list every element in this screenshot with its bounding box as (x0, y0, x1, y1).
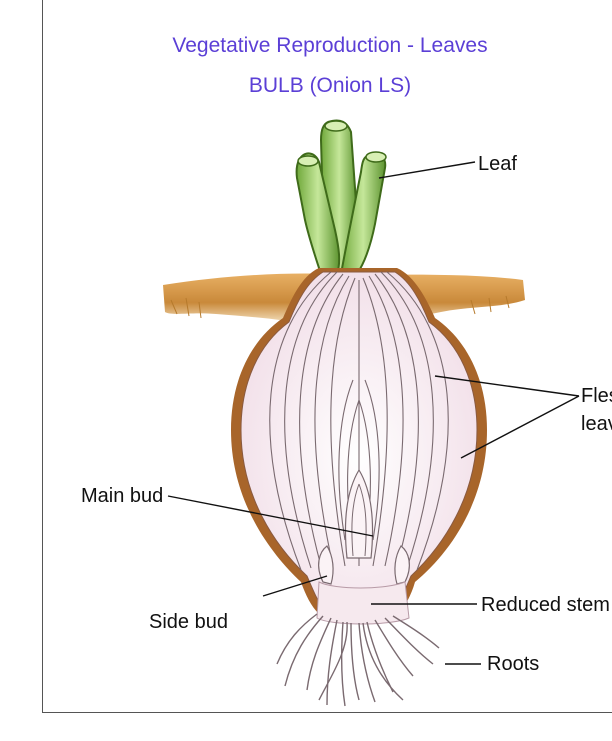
diagram-subtitle: BULB (Onion LS) (249, 74, 411, 97)
label-main-bud: Main bud (81, 485, 163, 507)
roots (277, 614, 439, 706)
diagram-title: Vegetative Reproduction - Leaves (172, 34, 487, 57)
diagram-frame: Vegetative Reproduction - Leaves BULB (O… (42, 0, 612, 713)
label-leaf: Leaf (478, 153, 517, 175)
onion-bulb-diagram: Vegetative Reproduction - Leaves BULB (O… (43, 0, 612, 712)
label-side-bud: Side bud (149, 611, 228, 633)
label-fleshy-leaves-line2: leaves (581, 413, 612, 435)
label-fleshy-leaves-line1: Fleshy (581, 385, 612, 407)
leaf-shoot (297, 120, 386, 274)
label-roots: Roots (487, 653, 539, 675)
label-reduced-stem: Reduced stem (481, 594, 610, 616)
